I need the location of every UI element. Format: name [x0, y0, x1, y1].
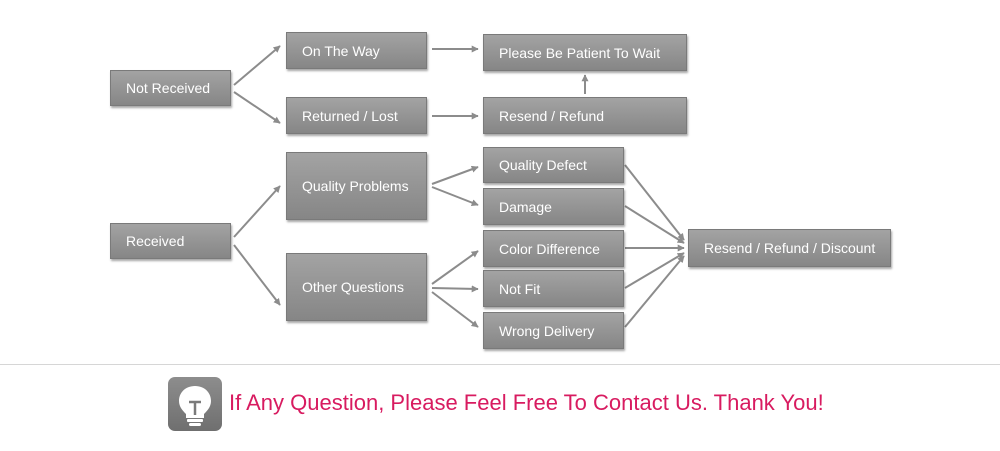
node-color-difference: Color Difference [483, 230, 624, 267]
arrow-not-received-to-on-the-way [233, 45, 281, 86]
node-label: Received [126, 233, 185, 249]
arrow-quality-problems-to-damage [431, 186, 479, 206]
arrow-not-fit-to-final [624, 252, 685, 289]
node-label: Not Received [126, 80, 211, 96]
node-label: Returned / Lost [302, 107, 398, 124]
node-label: Please Be Patient To Wait [499, 44, 661, 61]
node-label: Wrong Delivery [499, 322, 595, 339]
node-damage: Damage [483, 188, 624, 225]
node-returned-lost: Returned / Lost [286, 97, 427, 134]
node-label: On The Way [302, 42, 380, 59]
node-label: Color Difference [499, 240, 600, 257]
arrow-not-received-to-returned-lost [233, 91, 281, 124]
arrow-damage-to-final [624, 205, 685, 244]
node-label: Quality Problems [302, 178, 409, 194]
arrow-quality-defect-to-final [624, 164, 685, 241]
node-label: Resend / Refund [499, 107, 605, 124]
node-label: Quality Defect [499, 157, 587, 173]
arrow-received-to-quality-problems [233, 185, 281, 238]
node-other-questions: Other Questions [286, 253, 427, 321]
node-label: Other Questions [302, 279, 404, 295]
node-not-fit: Not Fit [483, 270, 624, 307]
node-label: Resend / Refund / Discount [704, 240, 876, 256]
node-label: Not Fit [499, 280, 541, 297]
footer-message: If Any Question, Please Feel Free To Con… [229, 390, 824, 415]
node-received: Received [110, 223, 231, 259]
footer-divider [0, 364, 1000, 365]
arrow-wrong-delivery-to-final [624, 255, 685, 328]
node-resend-refund: Resend / Refund [483, 97, 687, 134]
arrow-quality-problems-to-quality-defect [431, 165, 479, 185]
arrow-other-questions-to-wrong-delivery [431, 291, 479, 328]
node-quality-defect: Quality Defect [483, 147, 624, 183]
node-please-be-patient: Please Be Patient To Wait [483, 34, 687, 71]
lightbulb-glyph [179, 386, 211, 426]
lightbulb-icon [168, 377, 222, 431]
node-quality-problems: Quality Problems [286, 152, 427, 220]
node-not-received: Not Received [110, 70, 231, 106]
node-label: Damage [499, 198, 552, 215]
node-wrong-delivery: Wrong Delivery [483, 312, 624, 349]
arrow-other-questions-to-not-fit [431, 285, 479, 293]
arrow-received-to-other-questions [233, 244, 281, 306]
arrow-other-questions-to-color-difference [431, 250, 479, 285]
node-resend-refund-discount: Resend / Refund / Discount [688, 229, 891, 267]
node-on-the-way: On The Way [286, 32, 427, 69]
